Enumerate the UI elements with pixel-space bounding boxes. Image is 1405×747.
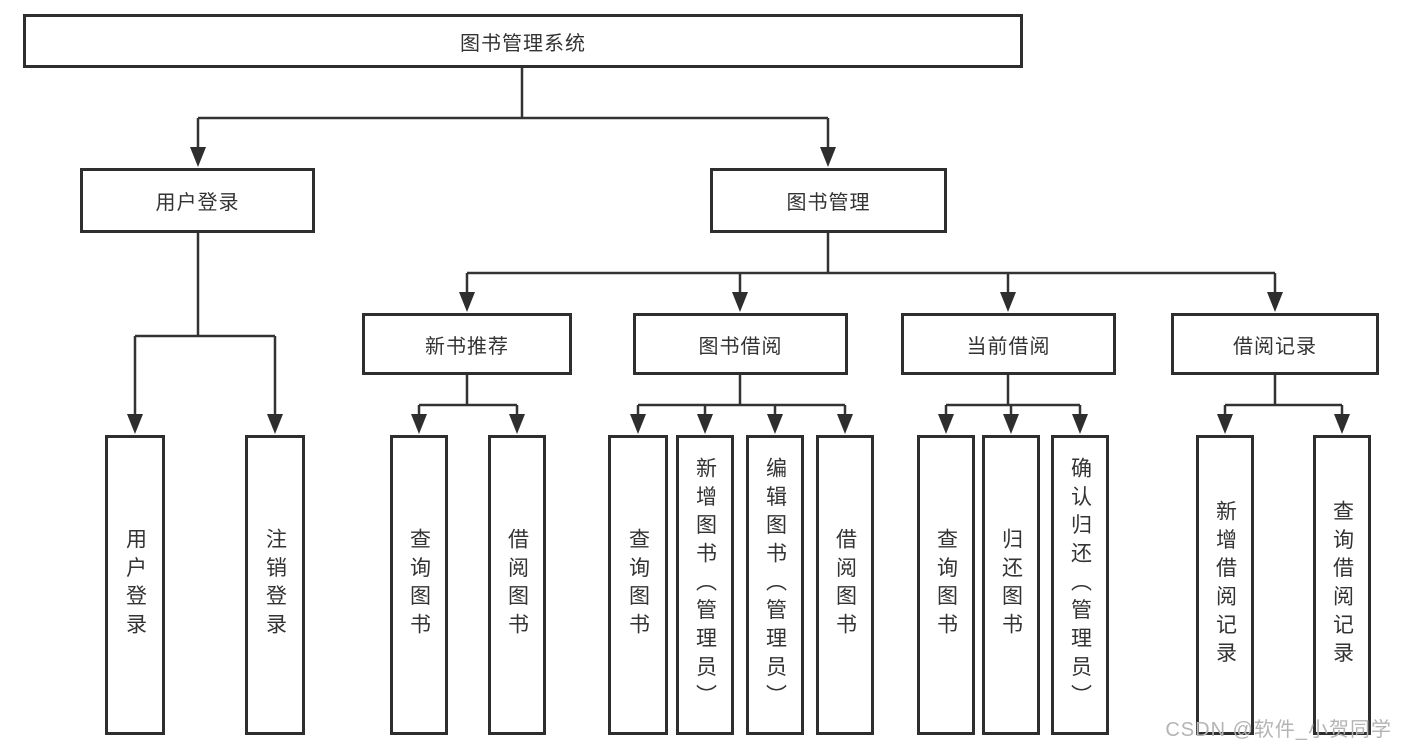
node-label: 图书借阅 — [698, 335, 783, 358]
arrowhead — [1217, 414, 1233, 434]
arrowhead — [938, 414, 954, 434]
csdn-watermark: CSDN @软件_小贺同学 — [1165, 719, 1392, 741]
leaf-add-books-admin: 新增图书（管理员） — [676, 435, 734, 735]
arrowhead — [1334, 414, 1350, 434]
connector-user-login-to-leaves — [133, 233, 277, 415]
connector-current-borrowing-to-leaves — [944, 375, 1082, 415]
node-label: 归还图书 — [999, 528, 1023, 642]
arrowhead — [837, 414, 853, 434]
leaf-borrow-books: 借阅图书 — [816, 435, 874, 735]
node-label: 借阅记录 — [1233, 335, 1317, 358]
leaf-confirm-return-admin: 确认归还（管理员） — [1051, 435, 1109, 735]
node-label: 注销登录 — [263, 528, 287, 642]
node-label: 用户登录 — [123, 528, 147, 642]
arrowhead — [1072, 414, 1088, 434]
node-label: 借阅图书 — [833, 528, 857, 642]
node-label: 查询借阅记录 — [1330, 499, 1354, 671]
node-book-management: 图书管理 — [710, 168, 947, 233]
arrowhead — [267, 414, 283, 434]
arrowhead — [1003, 414, 1019, 434]
node-label: 查询图书 — [407, 528, 431, 642]
node-label: 新书推荐 — [425, 335, 509, 358]
connector-book-management-to-level3 — [465, 233, 1277, 293]
arrowhead — [190, 147, 206, 167]
node-label: 新增图书（管理员） — [693, 457, 717, 713]
node-new-book-recommend: 新书推荐 — [362, 313, 572, 375]
node-book-borrowing: 图书借阅 — [633, 313, 848, 375]
arrowhead — [509, 414, 525, 434]
node-label: 确认归还（管理员） — [1068, 457, 1092, 713]
leaf-logout: 注销登录 — [245, 435, 305, 735]
arrowhead — [127, 414, 143, 434]
arrowhead — [1000, 292, 1016, 312]
arrowhead — [1267, 292, 1283, 312]
leaf-add-borrow-record: 新增借阅记录 — [1196, 435, 1254, 735]
connector-root-to-level2 — [196, 68, 830, 149]
connector-book-borrowing-to-leaves — [636, 375, 847, 415]
node-label: 图书管理系统 — [460, 32, 586, 55]
leaf-user-login: 用户登录 — [105, 435, 165, 735]
arrowhead — [732, 292, 748, 312]
leaf-query-books-borrowing: 查询图书 — [608, 435, 668, 735]
arrowhead — [411, 414, 427, 434]
node-label: 查询图书 — [934, 528, 958, 642]
node-borrowing-records: 借阅记录 — [1171, 313, 1379, 375]
arrowheads — [127, 147, 1350, 434]
leaf-edit-books-admin: 编辑图书（管理员） — [746, 435, 804, 735]
leaf-query-borrow-record: 查询借阅记录 — [1313, 435, 1371, 735]
connector-new-book-recommend-to-leaves — [417, 375, 519, 415]
node-user-login: 用户登录 — [80, 168, 315, 233]
arrowhead — [767, 414, 783, 434]
node-library-management-system: 图书管理系统 — [23, 14, 1023, 68]
node-label: 用户登录 — [155, 192, 240, 214]
node-label: 编辑图书（管理员） — [763, 457, 787, 713]
arrowhead — [820, 147, 836, 167]
node-label: 查询图书 — [626, 528, 650, 642]
node-label: 当前借阅 — [966, 335, 1051, 358]
connector-borrowing-records-to-leaves — [1223, 375, 1344, 415]
node-current-borrowing: 当前借阅 — [901, 313, 1116, 375]
node-label: 新增借阅记录 — [1213, 499, 1237, 671]
leaf-query-books-current: 查询图书 — [917, 435, 975, 735]
leaf-return-books: 归还图书 — [982, 435, 1040, 735]
node-label: 借阅图书 — [505, 528, 529, 642]
leaf-query-books-recommend: 查询图书 — [390, 435, 448, 735]
node-label: 图书管理 — [786, 192, 871, 214]
arrowhead — [630, 414, 646, 434]
arrowhead — [459, 292, 475, 312]
leaf-borrow-books-recommend: 借阅图书 — [488, 435, 546, 735]
arrowhead — [697, 414, 713, 434]
